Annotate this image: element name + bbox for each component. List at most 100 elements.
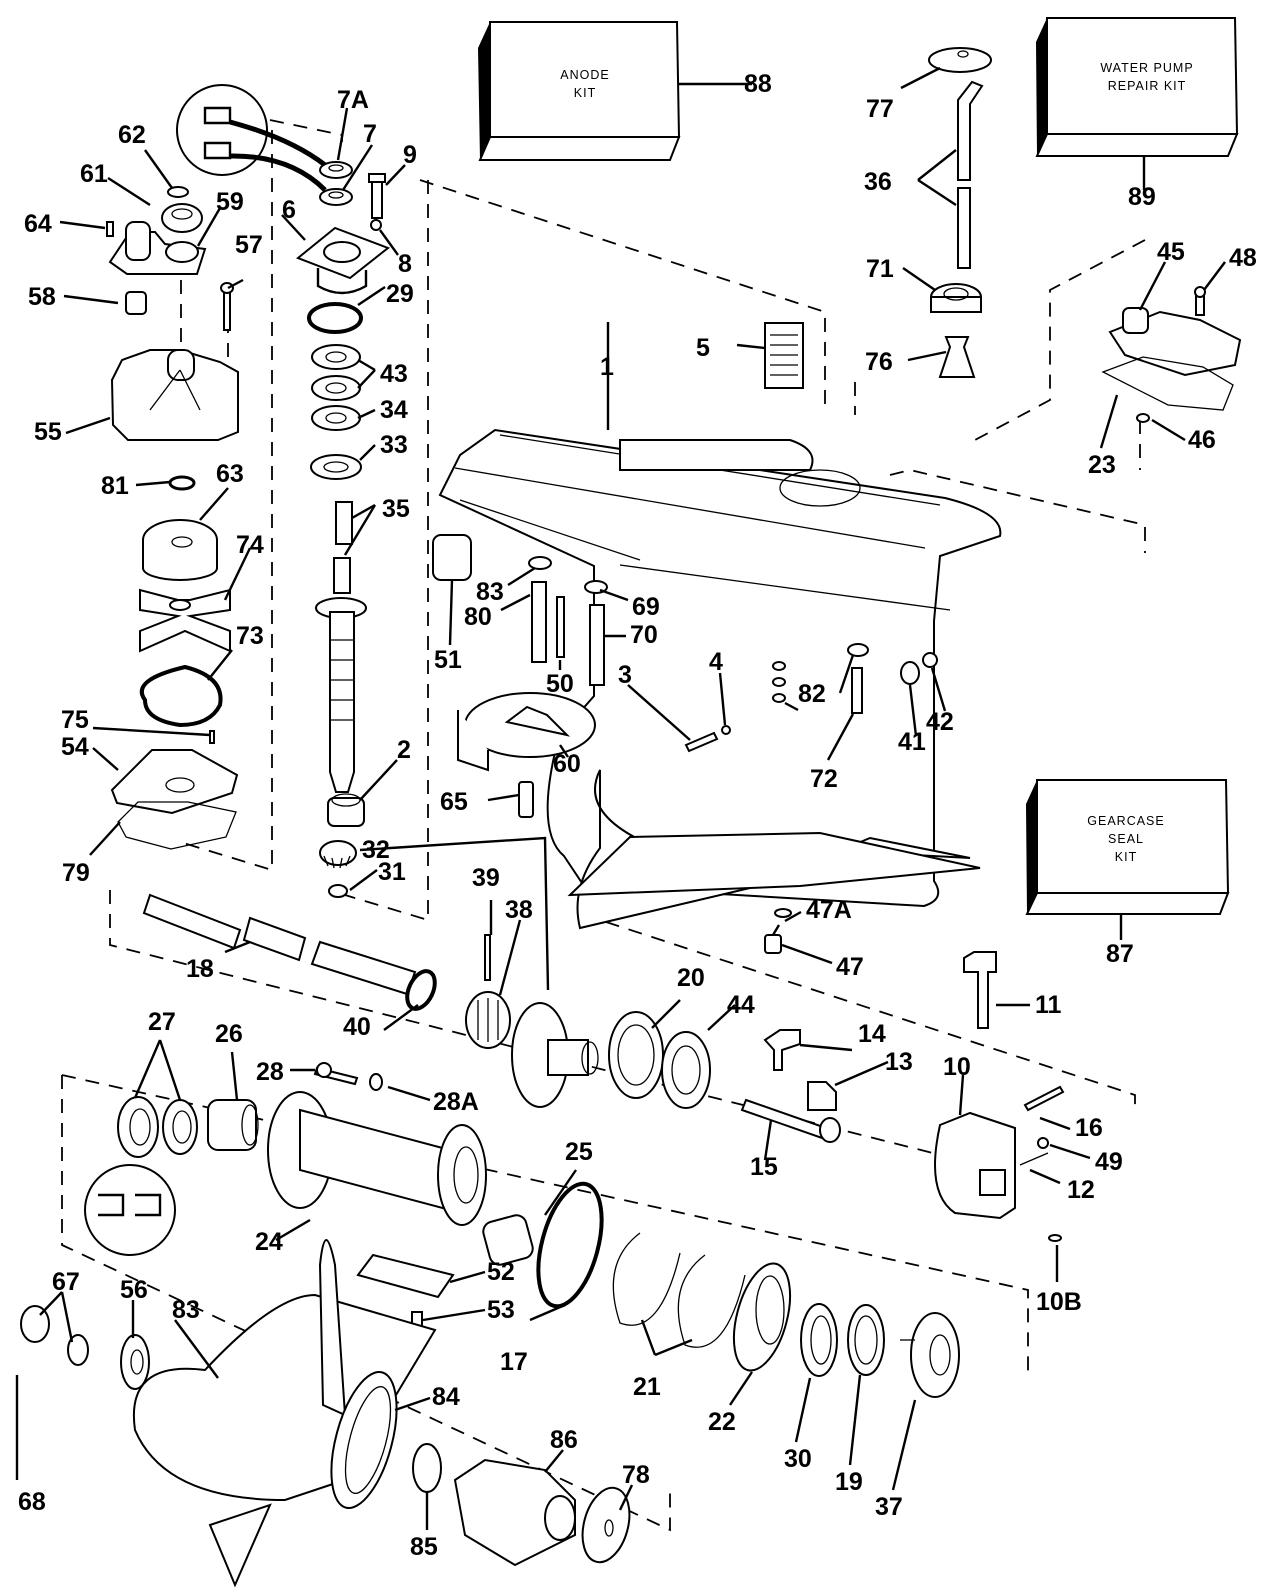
callout-33[interactable]: 33 [380, 431, 408, 459]
callout-23[interactable]: 23 [1088, 451, 1116, 479]
callout-3[interactable]: 3 [618, 661, 632, 689]
callout-15[interactable]: 15 [750, 1153, 778, 1181]
callout-58[interactable]: 58 [28, 283, 56, 311]
screw-65[interactable] [518, 781, 534, 818]
spring-12[interactable] [1019, 1152, 1049, 1166]
callout-68[interactable]: 68 [18, 1488, 46, 1516]
plate-54[interactable] [110, 749, 239, 815]
seal-61[interactable] [161, 203, 203, 233]
pinion-gear-32[interactable] [319, 840, 357, 869]
shift-pin-15[interactable] [740, 1098, 841, 1143]
screw-47[interactable] [764, 924, 782, 954]
callout-40[interactable]: 40 [343, 1013, 371, 1041]
callout-83-upper[interactable]: 83 [476, 578, 504, 606]
bolt-72[interactable] [851, 667, 863, 714]
seal-7[interactable] [319, 188, 353, 206]
washer-78[interactable] [575, 1483, 637, 1568]
water-pump-repair-kit-box[interactable]: WATER PUMP REPAIR KIT [1035, 17, 1239, 157]
reverse-gear-37[interactable] [900, 1312, 960, 1398]
seal-7a[interactable] [319, 161, 353, 179]
impeller-74[interactable] [139, 588, 231, 653]
callout-85[interactable]: 85 [410, 1533, 438, 1561]
callout-10b[interactable]: 10B [1036, 1288, 1082, 1316]
washer-4[interactable] [721, 725, 731, 735]
impeller-cup-63[interactable] [142, 519, 218, 581]
callout-29[interactable]: 29 [386, 280, 414, 308]
callout-82[interactable]: 82 [798, 680, 826, 708]
plugs-82[interactable] [772, 661, 786, 703]
callout-41[interactable]: 41 [898, 728, 926, 756]
callout-22[interactable]: 22 [708, 1408, 736, 1436]
bolt-70[interactable] [589, 604, 605, 686]
thrust-washer-22[interactable] [724, 1257, 801, 1376]
callout-75[interactable]: 75 [61, 706, 89, 734]
thrust-washer-44[interactable] [661, 1031, 711, 1109]
washer-8[interactable] [370, 219, 382, 231]
gasket-79[interactable] [117, 801, 237, 850]
screw-28[interactable] [313, 1062, 359, 1086]
callout-19[interactable]: 19 [835, 1468, 863, 1496]
cradle-13[interactable] [807, 1081, 837, 1111]
grommet-76[interactable] [938, 336, 976, 378]
o-ring-73[interactable] [139, 664, 223, 728]
callout-47[interactable]: 47 [836, 953, 864, 981]
callout-9[interactable]: 9 [403, 141, 417, 169]
callout-38[interactable]: 38 [505, 896, 533, 924]
callout-7[interactable]: 7 [363, 120, 377, 148]
callout-65[interactable]: 65 [440, 788, 468, 816]
callout-43[interactable]: 43 [380, 360, 408, 388]
callout-70[interactable]: 70 [630, 621, 658, 649]
gasket-23[interactable] [1101, 356, 1234, 411]
callout-5[interactable]: 5 [696, 334, 710, 362]
callout-83-prop[interactable]: 83 [172, 1296, 200, 1324]
ball-49[interactable] [1037, 1137, 1049, 1149]
anode-5[interactable] [764, 322, 804, 389]
nut-31[interactable] [328, 884, 348, 898]
callout-18[interactable]: 18 [186, 955, 214, 983]
callout-69[interactable]: 69 [632, 593, 660, 621]
callout-10[interactable]: 10 [943, 1053, 971, 1081]
washer-82[interactable] [847, 643, 869, 657]
bearing-25[interactable] [481, 1213, 535, 1267]
anode-kit-box[interactable]: ANODE KIT [478, 21, 681, 161]
callout-24[interactable]: 24 [255, 1228, 283, 1256]
callout-35[interactable]: 35 [382, 495, 410, 523]
screw-47a[interactable] [774, 908, 792, 918]
callout-48[interactable]: 48 [1229, 244, 1257, 272]
water-tube-36[interactable] [957, 80, 984, 269]
callout-16[interactable]: 16 [1075, 1114, 1103, 1142]
pump-housing-55[interactable] [110, 349, 239, 441]
callout-32[interactable]: 32 [362, 836, 390, 864]
forward-gear-32[interactable] [511, 1002, 599, 1108]
callout-42[interactable]: 42 [926, 708, 954, 736]
callout-71[interactable]: 71 [866, 255, 894, 283]
callout-17[interactable]: 17 [500, 1348, 528, 1376]
callout-37[interactable]: 37 [875, 1493, 903, 1521]
bearing-26[interactable] [207, 1099, 259, 1151]
detent-14[interactable] [763, 1029, 801, 1071]
screw-3[interactable] [684, 731, 719, 753]
bolt-48[interactable] [1194, 286, 1206, 316]
coupler-35[interactable] [335, 501, 353, 545]
callout-45[interactable]: 45 [1157, 238, 1185, 266]
shim-43a[interactable] [311, 344, 361, 370]
callout-30[interactable]: 30 [784, 1445, 812, 1473]
callout-78[interactable]: 78 [622, 1461, 650, 1489]
callout-55[interactable]: 55 [34, 418, 62, 446]
bearing-housing-24[interactable] [267, 1091, 487, 1226]
callout-36[interactable]: 36 [864, 168, 892, 196]
seal-27b[interactable] [162, 1099, 198, 1155]
thrust-bearing-33[interactable] [310, 454, 362, 480]
washer-46[interactable] [1136, 413, 1150, 423]
callout-89[interactable]: 89 [1128, 183, 1156, 211]
washer-34[interactable] [311, 405, 361, 431]
pin-16[interactable] [1023, 1085, 1065, 1112]
callout-62[interactable]: 62 [118, 121, 146, 149]
retainer-6[interactable] [296, 226, 391, 295]
pin-75[interactable] [209, 730, 215, 744]
spacer-86[interactable] [453, 1458, 576, 1567]
bolt-80[interactable] [531, 581, 547, 663]
callout-8[interactable]: 8 [398, 250, 412, 278]
grommet-58[interactable] [125, 291, 147, 315]
callout-79[interactable]: 79 [62, 859, 90, 887]
